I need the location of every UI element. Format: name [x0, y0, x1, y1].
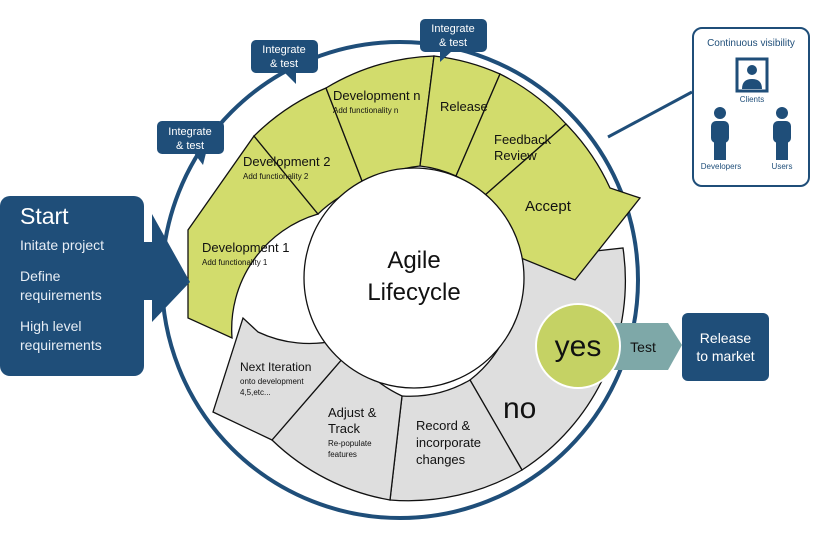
release-to-market-box: Release to market — [682, 313, 769, 381]
user-icon — [773, 107, 791, 160]
adjust-sub2: features — [328, 450, 357, 459]
feedback-line2: Review — [494, 148, 537, 163]
adjust-line1: Adjust & — [328, 405, 377, 420]
developer-icon — [711, 107, 729, 160]
visibility-box: Continuous visibility Clients Developers… — [692, 27, 810, 187]
visibility-title: Continuous visibility — [707, 38, 795, 49]
bubble2-line1: Integrate — [262, 44, 305, 56]
dev1-title: Development 1 — [202, 240, 289, 255]
bubble3-line2: & test — [439, 37, 467, 49]
segment-dev1 — [187, 134, 320, 340]
users-label: Users — [771, 162, 793, 171]
integrate-bubble-2 — [251, 40, 318, 84]
release-line1: Release — [699, 330, 752, 346]
visibility-connector — [607, 90, 693, 139]
start-item-define: Define requirements — [20, 268, 102, 303]
center-line1: Agile — [387, 247, 440, 274]
accept-label: Accept — [525, 198, 572, 215]
start-title: Start — [20, 203, 69, 229]
dev2-sub: Add functionality 2 — [243, 172, 309, 181]
inner-circle — [303, 167, 525, 389]
bubble1-line1: Integrate — [168, 126, 211, 138]
record-line2: incorporate — [416, 435, 481, 450]
developers-label: Developers — [700, 162, 742, 171]
adjust-sub1: Re-populate — [328, 439, 372, 448]
dev2-title: Development 2 — [243, 154, 330, 169]
record-line3: changes — [416, 452, 466, 467]
bubble3-line1: Integrate — [431, 23, 474, 35]
next-title: Next Iteration — [240, 360, 311, 374]
no-label: no — [503, 392, 536, 425]
test-arrow — [612, 323, 682, 370]
start-item-initiate: Initate project — [20, 237, 105, 253]
record-line1: Record & — [416, 418, 471, 433]
start-item-high-level: High level requirements — [20, 318, 102, 353]
release-label: Release — [440, 99, 488, 114]
gray-segments — [212, 247, 627, 502]
feedback-line1: Feedback — [494, 132, 552, 147]
start-arrow — [140, 214, 190, 322]
bubble2-line2: & test — [270, 58, 298, 70]
clients-label: Clients — [739, 95, 765, 104]
next-sub1: onto development — [240, 377, 304, 386]
yes-label: yes — [555, 330, 602, 363]
next-sub2: 4,5,etc... — [240, 388, 271, 397]
devn-title: Development n — [333, 88, 420, 103]
integrate-bubble-3 — [420, 19, 487, 62]
devn-sub: Add functionality n — [333, 106, 398, 115]
test-label: Test — [630, 339, 656, 355]
clients-icon — [735, 57, 769, 93]
dev1-sub: Add functionality 1 — [202, 258, 268, 267]
center-line2: Lifecycle — [367, 279, 460, 306]
visibility-icons — [711, 57, 791, 160]
release-line2: to market — [696, 348, 755, 364]
yes-circle — [535, 303, 621, 389]
bubble1-line2: & test — [176, 140, 204, 152]
integrate-bubble-1 — [157, 121, 224, 165]
start-box: Start Initate project Define requirement… — [0, 196, 144, 376]
adjust-line2: Track — [328, 421, 361, 436]
